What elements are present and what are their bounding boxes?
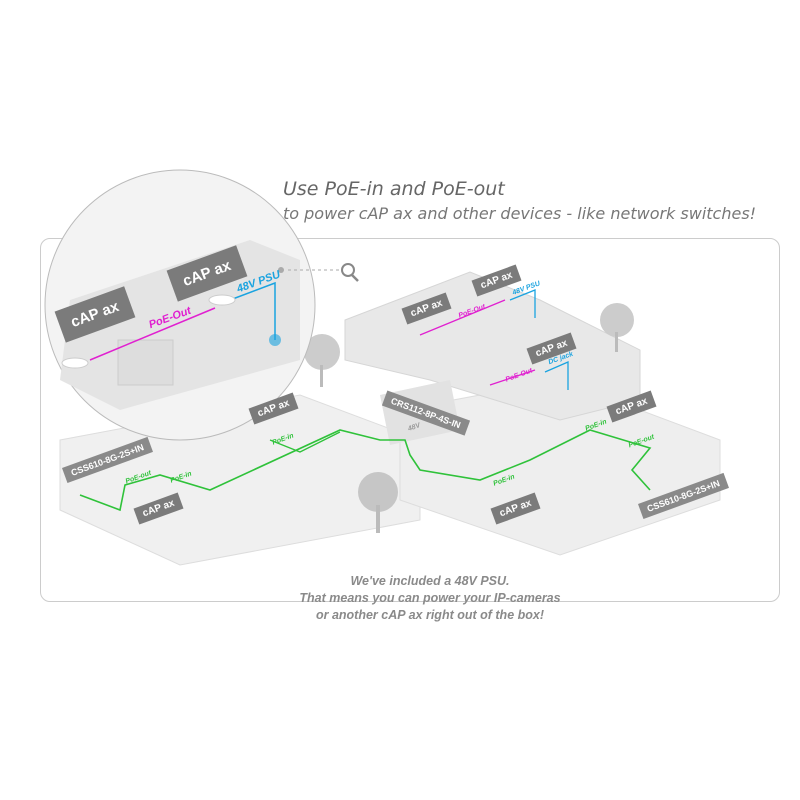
footer-line-3: or another cAP ax right out of the box!: [315, 608, 544, 622]
heading-line-1: Use PoE-in and PoE-out: [283, 178, 505, 200]
zoom-poe-out-cable: [89, 307, 216, 361]
psu-cable: [509, 289, 536, 318]
illustration-frame: [40, 238, 780, 602]
poe-cable: [79, 429, 652, 512]
dc-cable: [544, 361, 569, 390]
psu-glow: [269, 334, 281, 346]
magnifier-icon: [341, 263, 359, 282]
switch-box: [117, 339, 174, 386]
tree-icon: [600, 303, 634, 352]
footer-line-1: We've included a 48V PSU.: [350, 574, 510, 588]
poe-cable: [269, 431, 341, 453]
tree-icon: [304, 334, 340, 387]
poe-out-cable: [419, 299, 506, 336]
zoom-psu-cable: [229, 281, 276, 340]
cap-device: [61, 357, 89, 369]
connector-dot: [278, 267, 284, 273]
footer-line-2: That means you can power your IP-cameras: [299, 591, 561, 605]
poe-out-cable: [489, 369, 536, 386]
tree-icon: [358, 472, 398, 533]
heading-line-2: to power cAP ax and other devices - like…: [283, 204, 757, 223]
cap-device: [208, 294, 236, 306]
